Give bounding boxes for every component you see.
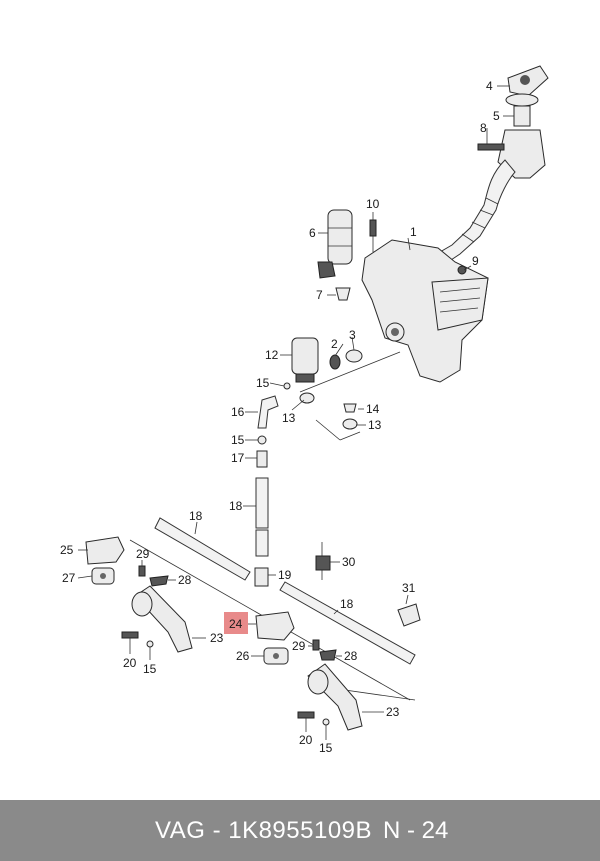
callout-25: 25	[60, 543, 74, 557]
pump-12-part[interactable]	[291, 337, 319, 383]
clip-9-part[interactable]	[457, 265, 467, 275]
t-piece-19-part[interactable]	[254, 567, 269, 587]
callout-6: 6	[309, 226, 316, 240]
callout-28-left: 28	[178, 573, 192, 587]
callout-29-left: 29	[136, 547, 150, 561]
callout-18-right: 18	[340, 597, 354, 611]
callout-15-right: 15	[319, 741, 333, 755]
callout-19: 19	[278, 568, 292, 582]
filler-insert-part[interactable]	[513, 105, 531, 127]
callout-24: 24	[229, 617, 243, 631]
callout-20-left: 20	[123, 656, 137, 670]
grommet-3-part[interactable]	[345, 349, 363, 363]
callout-12: 12	[265, 348, 279, 362]
clip-28-right-part[interactable]	[319, 649, 337, 661]
cap-25-part[interactable]	[85, 536, 125, 565]
washer-reservoir-part[interactable]	[361, 239, 489, 383]
hose-18-upper-part[interactable]	[255, 477, 269, 557]
nozzle-26-part[interactable]	[263, 647, 289, 665]
telescope-23-right-part[interactable]	[307, 663, 363, 731]
check-valve-17-part[interactable]	[256, 450, 268, 468]
callout-18-left: 18	[189, 509, 203, 523]
grommet-7-part[interactable]	[335, 287, 351, 301]
diagram-reference: N - 24	[383, 817, 449, 844]
callout-4: 4	[486, 79, 493, 93]
screw-10-part[interactable]	[369, 219, 377, 252]
hose-18-left-part[interactable]	[154, 517, 251, 581]
bolt-20-left-part[interactable]	[121, 631, 139, 639]
callout-labels: 4 5 8 10 1 6 9 7 3 2 12 15 16 13 14 13 1…	[60, 79, 500, 755]
part-number: VAG - 1K8955109B	[155, 817, 373, 844]
callout-2: 2	[331, 337, 338, 351]
callout-16: 16	[231, 405, 245, 419]
callout-15-left: 15	[143, 662, 157, 676]
bolt-8-part[interactable]	[477, 143, 505, 151]
grommet-13-right-part[interactable]	[342, 418, 358, 430]
telescope-23-left-part[interactable]	[131, 585, 193, 653]
callout-10: 10	[366, 197, 380, 211]
bolt-20-right-part[interactable]	[297, 711, 315, 719]
callout-18-upper: 18	[229, 499, 243, 513]
callout-15-hose: 15	[231, 433, 245, 447]
footer-bar: VAG - 1K8955109B N - 24	[0, 800, 600, 861]
callout-15-pump: 15	[256, 376, 270, 390]
callout-5: 5	[493, 109, 500, 123]
callout-13-left: 13	[282, 411, 296, 425]
seal-ring-part[interactable]	[505, 93, 539, 107]
ring-15-pump-part[interactable]	[283, 382, 291, 390]
callout-29-right: 29	[292, 639, 306, 653]
leader-lines	[77, 85, 514, 740]
callout-3: 3	[349, 328, 356, 342]
callout-28-right: 28	[344, 649, 358, 663]
pump-6-part[interactable]	[317, 209, 353, 279]
clamp-31-part[interactable]	[397, 603, 421, 627]
bracket-30-part[interactable]	[315, 542, 331, 580]
grommet-2-part[interactable]	[329, 354, 341, 370]
clip-28-left-part[interactable]	[149, 575, 169, 587]
highlight-box	[224, 612, 248, 634]
callout-7: 7	[316, 288, 323, 302]
filler-cap-part[interactable]	[507, 65, 549, 97]
ring-15-right-part[interactable]	[322, 718, 330, 726]
callout-17: 17	[231, 451, 245, 465]
callout-13-right: 13	[368, 418, 382, 432]
callout-30: 30	[342, 555, 356, 569]
filler-neck-part[interactable]	[439, 129, 546, 263]
bolt-29-left-part[interactable]	[138, 565, 146, 577]
callout-20-right: 20	[299, 733, 313, 747]
bolt-29-right-part[interactable]	[312, 639, 320, 651]
callout-1: 1	[410, 225, 417, 239]
callout-23-left: 23	[210, 631, 224, 645]
hose-connector-16-part[interactable]	[257, 395, 279, 429]
callout-23-right: 23	[386, 705, 400, 719]
retaining-ring-15-part[interactable]	[257, 435, 267, 445]
callout-26: 26	[236, 649, 250, 663]
hose-18-right-part[interactable]	[279, 581, 416, 665]
callout-14: 14	[366, 402, 380, 416]
callout-9: 9	[472, 254, 479, 268]
callout-27: 27	[62, 571, 76, 585]
nozzle-27-part[interactable]	[91, 567, 115, 585]
plug-14-part[interactable]	[343, 403, 357, 413]
callout-31: 31	[402, 581, 416, 595]
callout-8: 8	[480, 121, 487, 135]
parts-diagram: 4 5 8 10 1 6 9 7 3 2 12 15 16 13 14 13 1…	[60, 65, 549, 755]
ring-15-left-part[interactable]	[146, 640, 154, 648]
cap-24-part[interactable]	[255, 611, 295, 641]
